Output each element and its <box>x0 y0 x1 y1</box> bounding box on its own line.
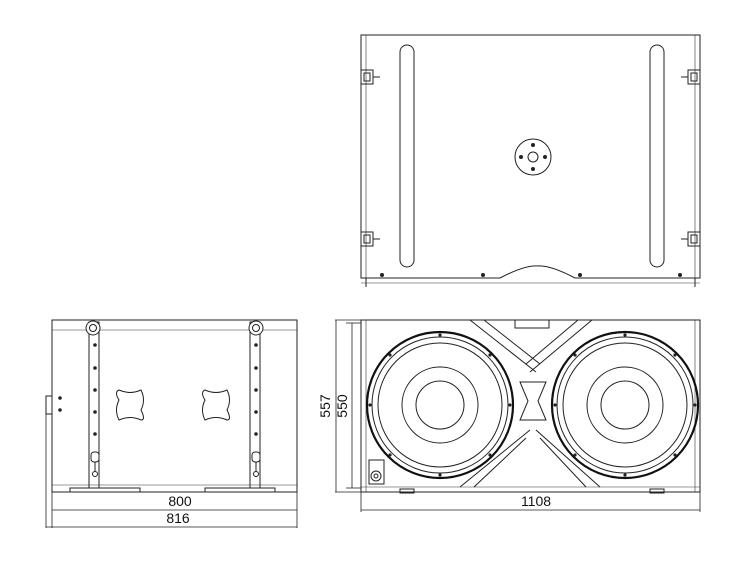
dim-front-inner-height: 550 <box>334 394 350 418</box>
front-view <box>360 319 701 494</box>
rigging-bracket-bottom-right <box>681 231 701 247</box>
rigging-rail-left <box>85 320 101 489</box>
dim-front-outer-height: 557 <box>317 394 333 418</box>
dim-front-width: 1108 <box>521 493 551 509</box>
top-handle-slot-right <box>649 44 665 268</box>
side-view <box>45 319 298 493</box>
pole-mount-flange <box>514 138 552 176</box>
side-handle-pocket-right <box>202 389 230 421</box>
dimension-lines <box>45 319 701 528</box>
top-handle-slot-left <box>399 44 415 268</box>
side-base-foot <box>69 487 141 493</box>
woofer-left <box>365 330 515 480</box>
top-view-outline <box>360 34 701 279</box>
top-view <box>360 34 701 287</box>
front-cross-braces <box>459 319 601 488</box>
rigging-bracket-bottom-left <box>360 231 380 247</box>
dim-side-outer-width: 816 <box>166 510 190 526</box>
rigging-bracket-top-right <box>681 69 701 85</box>
side-handle-pocket-left <box>116 389 144 421</box>
rigging-bracket-top-left <box>360 69 380 85</box>
side-latch <box>45 395 53 415</box>
input-connector-plate <box>368 459 385 485</box>
rigging-rail-right <box>248 320 264 489</box>
woofer-right <box>550 330 700 480</box>
dim-side-inner-width: 800 <box>168 493 192 509</box>
top-screws <box>380 273 682 277</box>
